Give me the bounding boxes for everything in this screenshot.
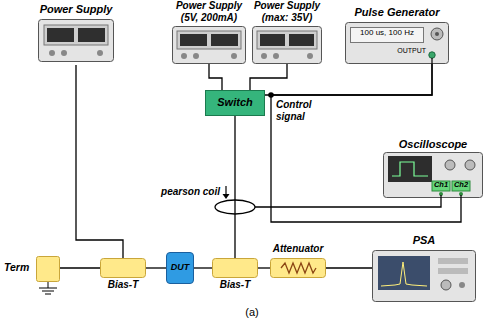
panel-text: 100 us, 100 Hz	[351, 28, 423, 42]
oscilloscope: OscilloscopeCh1Ch2	[383, 138, 483, 198]
bias-t: Bias-T	[212, 258, 258, 296]
signal-wire	[265, 64, 432, 95]
dut-box: DUT	[166, 252, 194, 284]
power-supply: Power Supply	[38, 3, 114, 65]
signal-wire	[194, 267, 212, 268]
attenuator: Attenuator	[270, 243, 326, 278]
power-supply-icon	[253, 27, 322, 64]
bias-t-box	[101, 259, 146, 278]
node-label: Bias-T	[96, 279, 150, 292]
termination: Term	[4, 250, 60, 296]
signal-wire	[326, 267, 372, 268]
termination-icon	[37, 257, 60, 295]
node-label: Attenuator	[266, 243, 330, 257]
attenuator-icon	[271, 259, 326, 278]
signal-wire	[146, 267, 166, 268]
panel-text: OUTPUT	[392, 47, 426, 58]
spectrum-analyzer-icon	[373, 251, 476, 302]
signal-wire	[255, 198, 441, 207]
power-supply: Power Supply (5V, 200mA)	[172, 0, 246, 64]
node-label: PSA	[372, 234, 476, 249]
signal-wire	[209, 64, 222, 90]
signal-label: Control signal	[276, 99, 324, 125]
panel-text: Ch1	[432, 181, 450, 191]
signal-wire	[250, 64, 287, 90]
pulse-generator: Pulse Generator 100 us, 100 Hz OUTPUT	[345, 6, 449, 64]
signal-wire	[258, 267, 270, 268]
node-label: Oscilloscope	[383, 138, 483, 152]
power-supply-icon	[173, 27, 246, 64]
pulse-generator-icon	[346, 23, 449, 65]
signal-wire	[234, 116, 235, 258]
node-label: pearson coil	[158, 186, 220, 199]
spectrum-analyzer: PSA	[372, 234, 476, 302]
node-label: DUT	[167, 262, 193, 274]
node-label: Power Supply	[38, 3, 114, 18]
signal-wire	[60, 267, 100, 268]
oscilloscope-icon	[384, 153, 483, 199]
signal-wire	[76, 65, 123, 258]
pearson-coil: pearson coil	[158, 186, 258, 216]
node-label: Term	[4, 261, 35, 275]
caption: (a)	[224, 306, 280, 321]
switch-box: Switch	[205, 90, 265, 116]
panel-text: Ch2	[452, 181, 470, 191]
bias-t-box	[213, 259, 258, 278]
node-label: Pulse Generator	[345, 6, 449, 21]
power-supply-icon	[39, 20, 114, 62]
node-label: Power Supply (5V, 200mA)	[172, 0, 246, 26]
node-label: Bias-T	[208, 279, 262, 292]
power-supply: Power Supply (max: 35V)	[252, 0, 322, 64]
bias-t: Bias-T	[100, 258, 146, 296]
node-label: Switch	[206, 96, 264, 111]
node-label: Power Supply (max: 35V)	[252, 0, 322, 26]
current-arrow	[223, 186, 230, 199]
